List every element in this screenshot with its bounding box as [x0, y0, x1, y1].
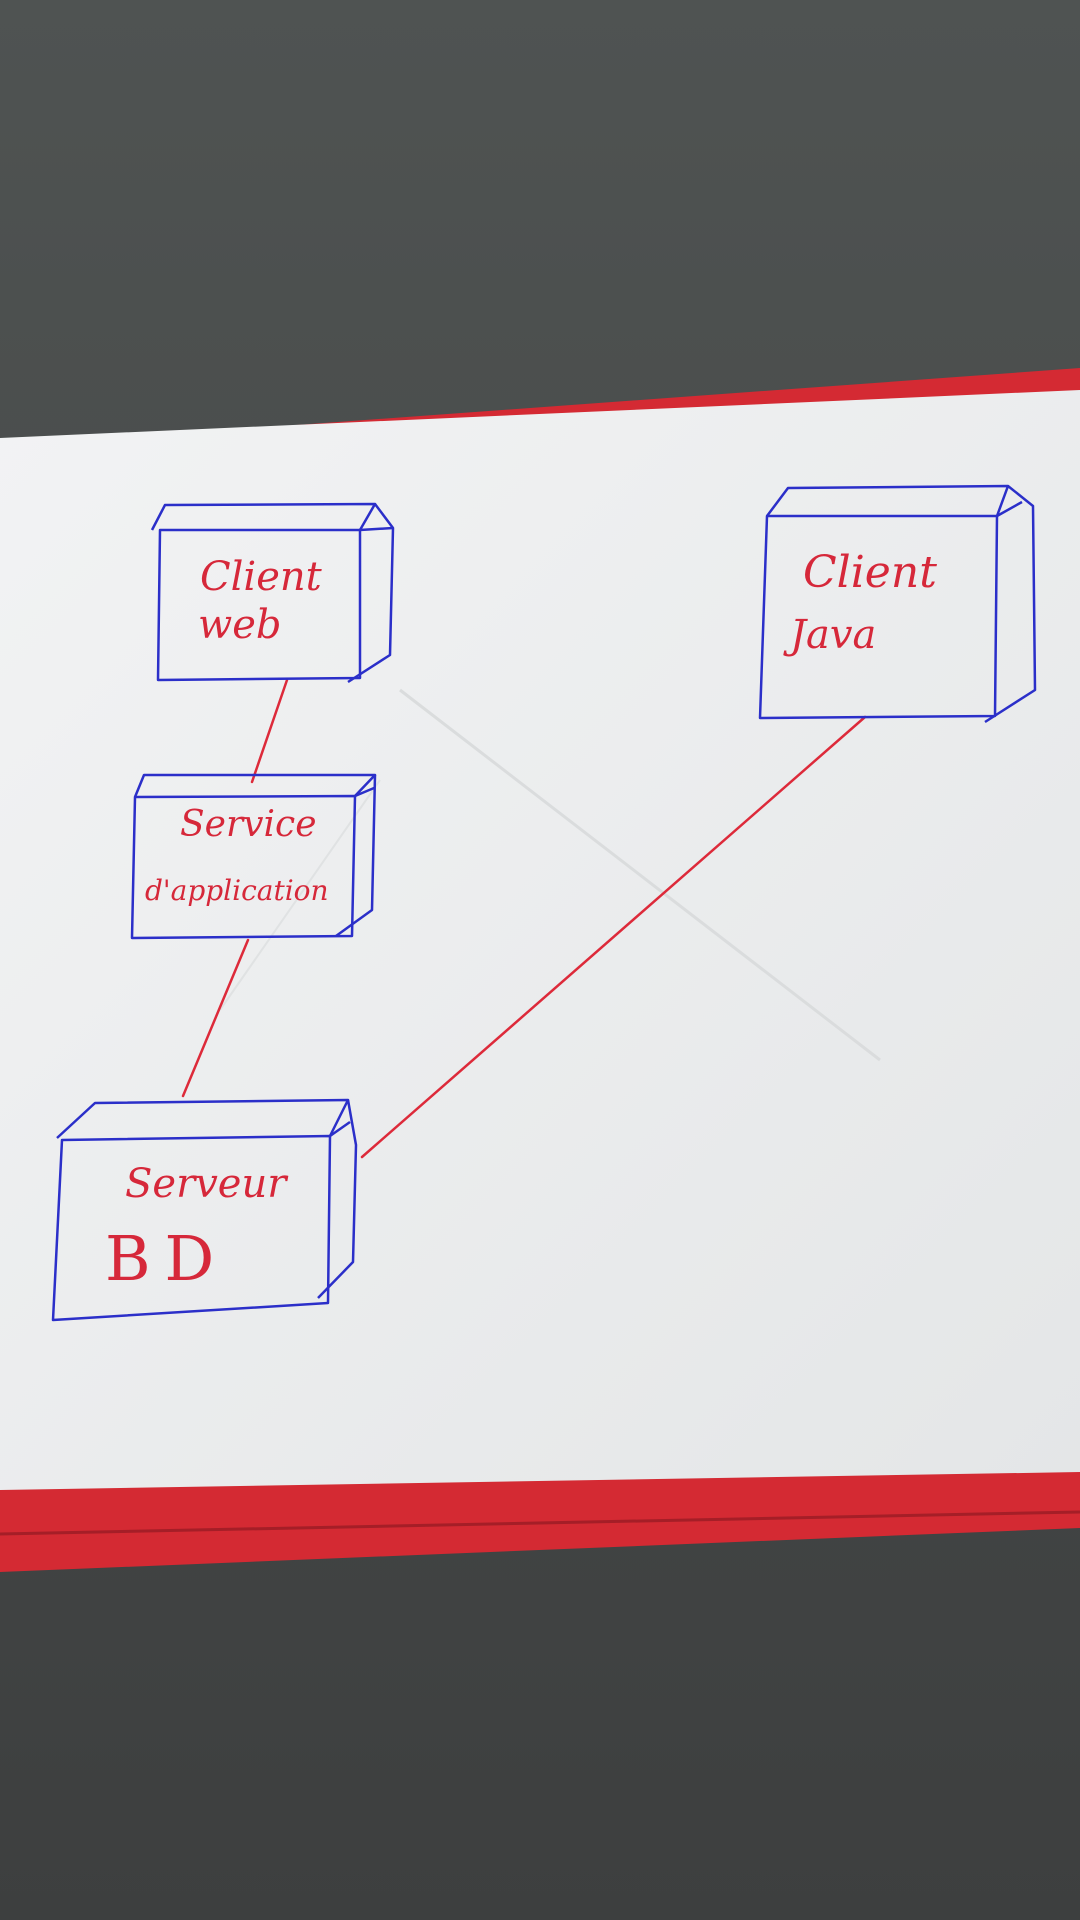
label-serveur-bd-line2: BD	[105, 1222, 228, 1295]
paper-sheet	[0, 390, 1080, 1490]
label-client-web-line2: web	[198, 602, 282, 648]
label-client-java-line2: Java	[783, 612, 876, 658]
label-client-java-line1: Client	[803, 547, 937, 598]
link-client-web-service	[250, 678, 289, 784]
nodes	[51, 484, 1037, 1322]
label-service-line2: d'application	[145, 874, 329, 907]
links	[181, 678, 867, 1159]
node-service-application	[130, 773, 377, 940]
labels: Client web Service d'application Client …	[105, 547, 937, 1295]
link-service-serveur	[181, 938, 250, 1098]
label-serveur-bd-line1: Serveur	[125, 1161, 289, 1207]
fold-crease	[399, 688, 881, 1062]
label-client-web-line1: Client	[200, 554, 323, 600]
node-serveur-bd	[51, 1098, 358, 1322]
node-client-java	[758, 484, 1037, 724]
label-service-line1: Service	[180, 804, 317, 845]
node-client-web	[150, 502, 395, 684]
link-client-java-serveur	[360, 715, 867, 1159]
binder-edge	[0, 1510, 1080, 1536]
